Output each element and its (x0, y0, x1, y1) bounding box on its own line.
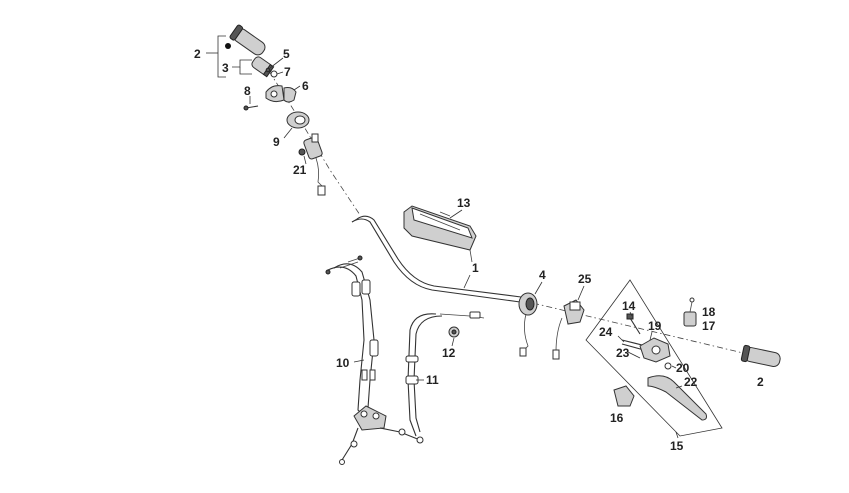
leader-10 (353, 359, 365, 363)
leader-20 (671, 365, 677, 369)
leader-9 (283, 127, 293, 139)
label-11: 11 (426, 373, 439, 387)
label-14: 14 (622, 299, 636, 313)
leader-7 (276, 71, 284, 75)
label-8: 8 (244, 84, 251, 98)
label-2-left: 2 (194, 47, 201, 61)
switch-17-18 (683, 297, 697, 327)
handlebar (351, 215, 522, 303)
label-16: 16 (610, 411, 624, 425)
nut-20 (664, 362, 672, 370)
leader-15 (675, 431, 679, 439)
label-24: 24 (599, 325, 613, 339)
label-20: 20 (676, 361, 690, 375)
label-17: 17 (702, 319, 716, 333)
label-21: 21 (293, 163, 307, 177)
label-2-right: 2 (757, 375, 764, 389)
leader-19 (649, 331, 653, 341)
throttle-cables-10 (325, 255, 424, 465)
leader-22 (675, 385, 683, 389)
assembly-axis-right (519, 299, 761, 358)
leader-3 (232, 59, 252, 68)
label-18: 18 (702, 305, 716, 319)
leader-14 (629, 311, 633, 317)
fitting-12 (448, 326, 460, 338)
clutch-cable-11 (405, 311, 485, 437)
right-grip (740, 344, 781, 367)
leader-12 (451, 337, 455, 347)
screw-8 (243, 105, 259, 111)
left-grip-assembly (206, 24, 326, 196)
leader-13 (449, 209, 463, 219)
label-4: 4 (539, 268, 546, 282)
switch-body-9 (286, 111, 310, 129)
label-23: 23 (616, 346, 630, 360)
label-22: 22 (684, 375, 698, 389)
lever-22 (647, 375, 707, 421)
label-9: 9 (273, 135, 280, 149)
leader-4 (534, 281, 543, 295)
switch-25 (552, 299, 585, 360)
label-1: 1 (472, 261, 479, 275)
part-labels: 2 3 5 7 6 8 9 21 13 1 4 25 10 11 12 14 2… (194, 47, 764, 453)
bullet-dot (225, 43, 231, 49)
label-25: 25 (578, 272, 592, 286)
part-7-ring (270, 70, 278, 78)
label-15: 15 (670, 439, 684, 453)
leader-1 (463, 274, 471, 289)
leader-25 (577, 285, 585, 301)
instrument-cluster (403, 205, 477, 263)
label-10: 10 (336, 356, 350, 370)
guard-16 (613, 385, 635, 407)
lever-assembly-outline (585, 279, 723, 437)
leader-3b (239, 67, 252, 75)
lever-perch-19 (639, 337, 671, 363)
label-3: 3 (222, 61, 229, 75)
left-grip (229, 24, 266, 56)
label-6: 6 (302, 79, 309, 93)
switch-21 (298, 133, 326, 196)
label-13: 13 (457, 196, 471, 210)
leader-5 (269, 57, 284, 69)
leader-6 (293, 85, 301, 91)
switch-housing-halves (265, 85, 297, 103)
label-5: 5 (283, 47, 290, 61)
group-bracket (217, 35, 226, 78)
part-5-pin (265, 67, 271, 73)
leader-21 (303, 155, 307, 165)
label-12: 12 (442, 346, 456, 360)
label-7: 7 (284, 65, 291, 79)
label-19: 19 (648, 319, 662, 333)
pivot-bolt-14 (626, 313, 641, 335)
throttle-switch-4 (518, 292, 538, 357)
